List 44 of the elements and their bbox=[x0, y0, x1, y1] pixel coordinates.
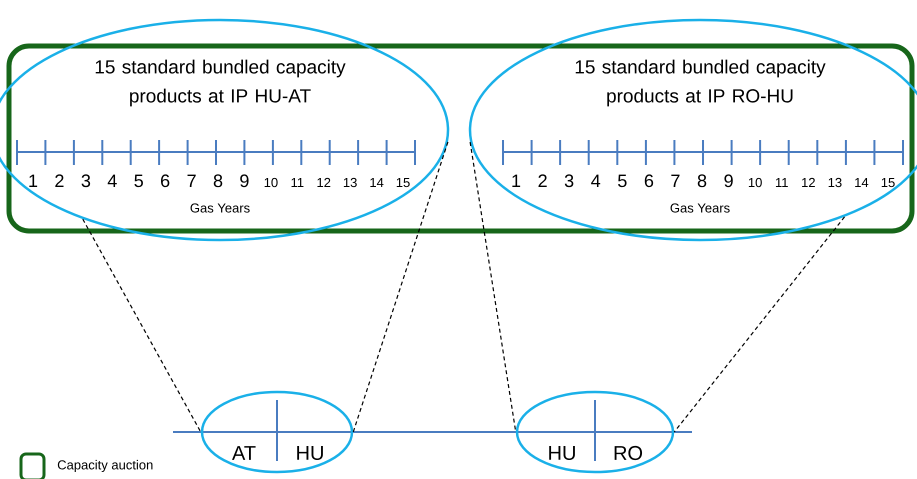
tick-label: 2 bbox=[55, 174, 64, 187]
tick-label: 14 bbox=[370, 178, 384, 187]
axis-label: Gas Years bbox=[190, 203, 250, 213]
tick-label: 9 bbox=[724, 174, 733, 188]
country-label: HU bbox=[549, 446, 575, 460]
tick-label: 4 bbox=[591, 174, 600, 187]
tick-label: 15 bbox=[882, 178, 895, 188]
tick-label: 10 bbox=[264, 178, 278, 188]
axis-label: Gas Years bbox=[670, 203, 730, 213]
tick-label: 3 bbox=[564, 174, 574, 188]
tick-label: 2 bbox=[538, 174, 547, 187]
tick-label: 7 bbox=[188, 174, 196, 187]
tick-label: 5 bbox=[134, 174, 143, 188]
tick-label: 15 bbox=[396, 178, 410, 188]
tick-label: 10 bbox=[748, 178, 762, 188]
tick-label: 6 bbox=[161, 174, 170, 188]
country-label: RO bbox=[614, 446, 642, 460]
tick-label: 12 bbox=[317, 178, 330, 187]
auction-frame bbox=[6, 44, 915, 234]
leader-line bbox=[82, 218, 202, 432]
leader-line bbox=[352, 142, 448, 432]
tick-label: 13 bbox=[344, 178, 357, 188]
legend-text: Capacity auction bbox=[58, 460, 152, 472]
tick-label: 6 bbox=[644, 174, 654, 188]
heading-text: 15 standard bundled capacity products at IP HU-AT bbox=[96, 60, 346, 106]
tick-label: 4 bbox=[108, 174, 117, 187]
country-label: AT bbox=[232, 446, 256, 460]
tick-label: 12 bbox=[802, 178, 815, 187]
tick-label: 1 bbox=[29, 174, 38, 187]
tick-label: 8 bbox=[214, 174, 222, 188]
tick-label: 11 bbox=[776, 178, 788, 187]
leader-line bbox=[674, 216, 846, 432]
tick-label: 9 bbox=[240, 174, 249, 188]
leader-line bbox=[470, 142, 516, 432]
tick-label: 13 bbox=[828, 178, 842, 188]
heading-text: 15 standard bundled capacity products at IP RO-HU bbox=[576, 60, 826, 106]
tick-label: 8 bbox=[698, 174, 706, 188]
country-label: HU bbox=[297, 446, 323, 460]
tick-label: 1 bbox=[512, 174, 520, 187]
tick-label: 7 bbox=[671, 174, 680, 187]
tick-label: 3 bbox=[82, 174, 90, 188]
tick-label: 14 bbox=[855, 178, 868, 187]
tick-label: 5 bbox=[618, 174, 627, 188]
tick-label: 11 bbox=[292, 178, 304, 187]
